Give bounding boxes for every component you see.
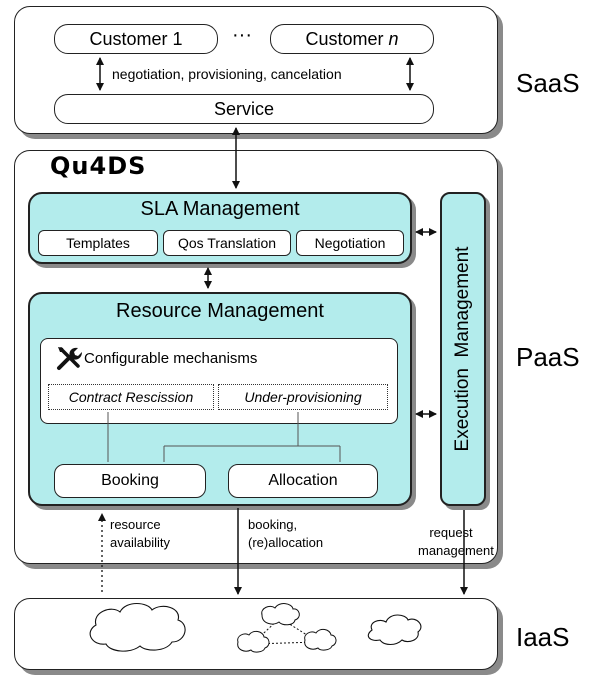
customer-n-box: Customer n — [270, 24, 434, 54]
booking-label: Booking — [101, 472, 159, 489]
request-management-note: request management — [418, 525, 494, 558]
sla-management-title: SLA Management — [140, 198, 300, 220]
allocation-label: Allocation — [268, 472, 338, 489]
resource-availability-note: resource availability — [110, 517, 170, 550]
cloud-icon-empty — [367, 614, 422, 646]
platform-title: Qu4DS — [50, 152, 147, 180]
customer-1-box: Customer 1 — [54, 24, 218, 54]
sla-templates-box: Templates — [38, 230, 158, 256]
sla-negotiation-box: Negotiation — [296, 230, 404, 256]
booking-box: Booking — [54, 464, 206, 498]
under-provisioning-box: Under-provisioning — [218, 384, 388, 410]
tools-icon — [56, 345, 82, 371]
service-box: Service — [54, 94, 434, 124]
mechanisms-label: Configurable mechanisms — [84, 350, 258, 367]
customer-1-label: Customer 1 — [89, 28, 183, 49]
cloud-network-icon — [237, 603, 337, 653]
sla-negotiation-label: Negotiation — [314, 235, 386, 251]
paas-label: PaaS — [516, 342, 580, 372]
contract-rescission-label: Contract Rescission — [68, 389, 194, 405]
sla-qos-translation-label: Qos Translation — [177, 235, 277, 251]
customer-n-variable: n — [388, 28, 399, 49]
allocation-box: Allocation — [228, 464, 378, 498]
service-label: Service — [213, 98, 275, 119]
contract-rescission-box: Contract Rescission — [48, 384, 214, 410]
saas-label: SaaS — [516, 68, 580, 98]
cloud-icon — [89, 602, 186, 652]
customer-n-label: Customer — [305, 28, 389, 49]
under-provisioning-label: Under-provisioning — [244, 389, 362, 405]
iaas-label: IaaS — [516, 622, 570, 652]
booking-allocation-note: booking, (re)allocation — [248, 517, 324, 550]
sla-qos-translation-box: Qos Translation — [163, 230, 291, 256]
customers-ellipsis: ··· — [232, 24, 252, 46]
resource-management-title: Resource Management — [116, 300, 324, 322]
interaction-label: negotiation, provisioning, cancelation — [112, 66, 342, 82]
sla-templates-label: Templates — [66, 235, 130, 251]
execution-management-module — [440, 192, 486, 506]
